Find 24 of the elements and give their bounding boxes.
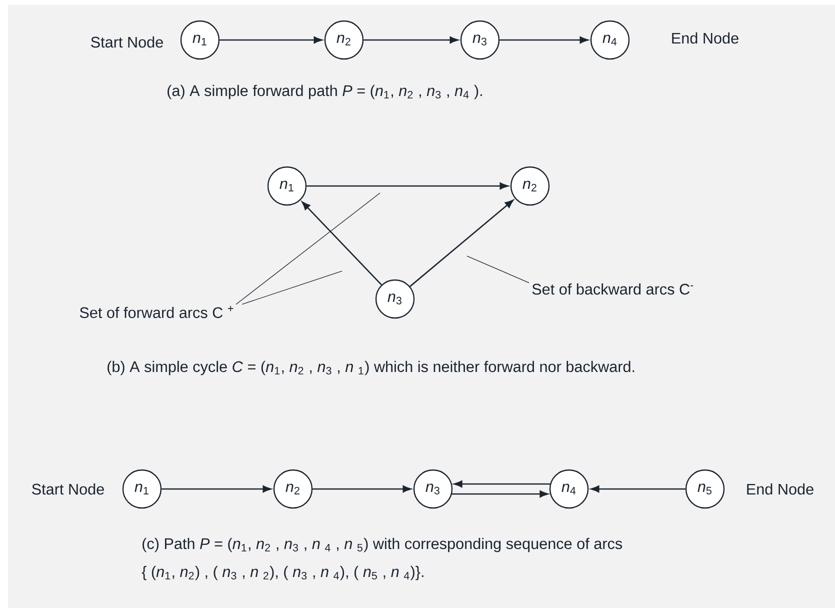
node-label: End Node: [747, 483, 814, 495]
arrow: [500, 36, 588, 44]
leader-text: Set of backward arcs C$^{-}$: [532, 283, 694, 295]
node-label: End Node: [672, 32, 738, 44]
leader-line: [466, 256, 530, 284]
arrow: [312, 486, 412, 493]
caption: (c) Path P = (n$_{1}$, n$_{2}$ , n$_{3}$ , n $_{4}$ , n $_{5}$) with corresponding sequence of arcs: [142, 538, 622, 552]
arrow: [454, 480, 550, 488]
leader-line: [236, 192, 380, 305]
arrow: [410, 200, 514, 287]
caption: (a) A simple forward path P = (n$_{1}$, n$_{2}$ , n$_{3}$ , n$_{4}$ ).: [168, 84, 482, 100]
node-label: Start Node: [91, 36, 163, 48]
arrow: [590, 486, 686, 493]
node-label: Start Node: [32, 483, 104, 495]
arrow: [306, 182, 508, 190]
leader-line: [242, 270, 342, 305]
arrow: [364, 36, 458, 44]
arrow: [162, 486, 272, 493]
leader-text: Set of forward arcs C $^{+}$: [80, 306, 234, 318]
caption: { (n$_{1}$, n$_{2}$) , ( n$_{3}$ , n $_{2}$), ( n$_{3}$ , n $_{4}$), ( n$_{5}$ , n $_{4}$)}.: [142, 566, 424, 580]
arrow: [220, 36, 322, 44]
arrow: [302, 202, 382, 286]
arrow: [452, 490, 548, 498]
caption: (b) A simple cycle C = (n$_{1}$, n$_{2}$ , n$_{3}$ , n $_{1}$) which is neither forward nor backward.: [108, 360, 634, 376]
